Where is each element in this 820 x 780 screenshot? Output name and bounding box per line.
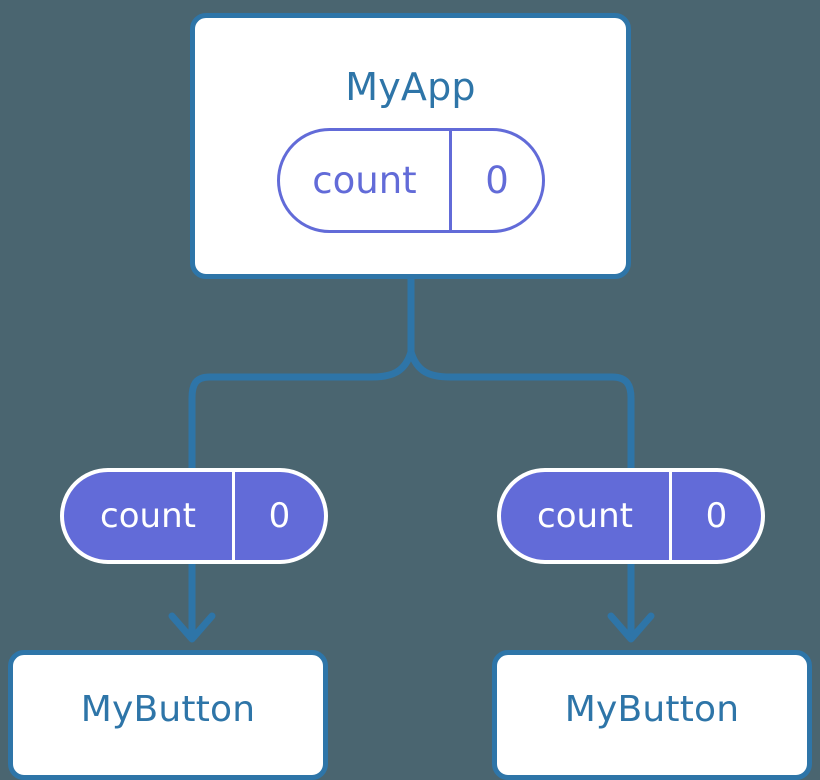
props-pill-left[interactable]: count 0 bbox=[60, 468, 328, 564]
props-pill-left-value: 0 bbox=[268, 496, 291, 536]
props-pill-right-key: count bbox=[501, 472, 672, 560]
component-title-myapp: MyApp bbox=[345, 65, 476, 109]
arrow-right-head bbox=[607, 612, 655, 643]
component-box-mybutton-right[interactable]: MyButton bbox=[492, 650, 812, 780]
component-box-mybutton-left[interactable]: MyButton bbox=[8, 650, 328, 780]
props-pill-left-key: count bbox=[64, 472, 235, 560]
branch-left-line bbox=[188, 350, 415, 468]
arrow-left-head bbox=[168, 612, 216, 643]
component-title-mybutton-left: MyButton bbox=[80, 689, 256, 730]
state-pill-key: count bbox=[280, 131, 452, 230]
props-pill-right-value: 0 bbox=[705, 496, 728, 536]
props-pill-right[interactable]: count 0 bbox=[497, 468, 765, 564]
component-title-mybutton-right: MyButton bbox=[564, 689, 740, 730]
state-pill-count[interactable]: count 0 bbox=[277, 128, 545, 233]
branch-right-line bbox=[407, 350, 635, 468]
state-pill-value: 0 bbox=[485, 159, 509, 202]
